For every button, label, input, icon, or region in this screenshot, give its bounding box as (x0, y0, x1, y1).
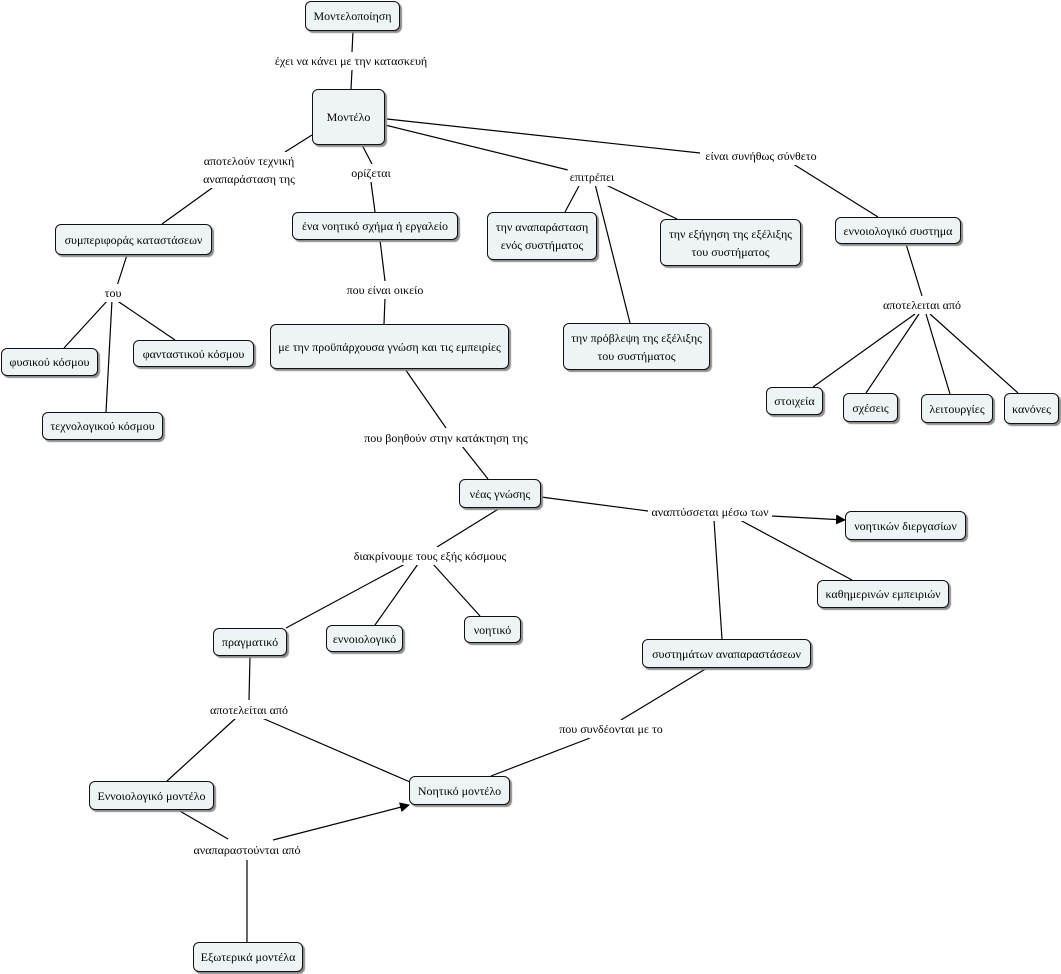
node-proyparxousa[interactable]: με την προϋπάρχουσα γνώση και τις εμπειρ… (270, 324, 509, 369)
node-exigisi[interactable]: την εξήγηση της εξέλιξης του συστήματος (660, 219, 801, 266)
node-nea-gnosi[interactable]: νέας γνώσης (459, 479, 541, 508)
label-einai-synithos: είναι συνήθως σύνθετο (703, 147, 819, 165)
node-ennoiologiko-systima[interactable]: εννοιολογικό συστημα (835, 217, 961, 244)
label-exei-na-kanei: έχει να κάνει με την κατασκευή (272, 52, 430, 70)
node-noitiko-montelo[interactable]: Νοητικό μοντέλο (409, 776, 510, 805)
node-kathimerinon[interactable]: καθημερινών εμπειριών (817, 580, 949, 608)
label-pou-voithoun: που βοηθούν στην κατάκτηση της (362, 429, 530, 447)
node-stoixeia[interactable]: στοιχεία (766, 387, 823, 415)
node-texnologikou[interactable]: τεχνολογικού κόσμου (42, 412, 163, 440)
label-epitrepei: επιτρέπει (567, 168, 617, 186)
label-diakrinoume: διακρίνουμε τους εξής κόσμους (351, 547, 509, 565)
label-apoteloun: αποτελούν τεχνική αναπαράσταση της (201, 152, 297, 188)
node-ennoiologiko-montelo[interactable]: Εννοιολογικό μοντέλο (89, 781, 214, 810)
node-provlepsi[interactable]: την πρόβλεψη της εξέλιξης του συστήματος (563, 323, 710, 370)
node-montelo[interactable]: Μοντέλο (312, 89, 385, 145)
label-apoteleitai-apo-2: αποτελείται από (208, 701, 290, 719)
label-pou-einai-oikeio: που είναι οικείο (344, 281, 426, 299)
node-noitiko-sxima[interactable]: ένα νοητικό σχήμα ή εργαλείο (292, 212, 458, 240)
node-noitikon-diergasion[interactable]: νοητικών διεργασίων (845, 511, 966, 540)
node-noitiko[interactable]: νοητικό (464, 616, 521, 643)
label-anaparastountai: αναπαραστούνται από (191, 841, 303, 859)
node-kanones[interactable]: κανόνες (1004, 393, 1059, 424)
node-exoterika[interactable]: Εξωτερικά μοντέλα (193, 942, 303, 972)
node-anaparastasi-systimatos[interactable]: την αναπαράσταση ενός συστήματος (487, 212, 597, 260)
node-symperiforas[interactable]: συμπεριφοράς καταστάσεων (55, 224, 212, 255)
label-apoteleitai-apo-1: αποτελειται από (881, 296, 963, 314)
node-ennoiologiko[interactable]: εννοιολογικό (326, 625, 403, 652)
node-sxeseis[interactable]: σχέσεις (843, 393, 898, 422)
label-anaptyssetai: αναπτύσσεται μέσω των (649, 503, 771, 521)
label-orizetai: ορίζεται (349, 164, 393, 182)
node-fysikou[interactable]: φυσικού κόσμου (1, 348, 98, 376)
node-fantastikou[interactable]: φανταστικού κόσμου (133, 340, 254, 367)
label-pou-syndeontai: που συνδέονται με το (557, 720, 665, 738)
node-pragmatiko[interactable]: πραγματικό (213, 628, 287, 656)
label-tou: του (102, 284, 124, 302)
node-modelopoiisi[interactable]: Μοντελοποίηση (305, 1, 400, 31)
node-leitourgies[interactable]: λειτουργίες (921, 394, 993, 423)
node-systimaton-anaparastaseon[interactable]: συστημάτων αναπαραστάσεων (642, 639, 811, 668)
